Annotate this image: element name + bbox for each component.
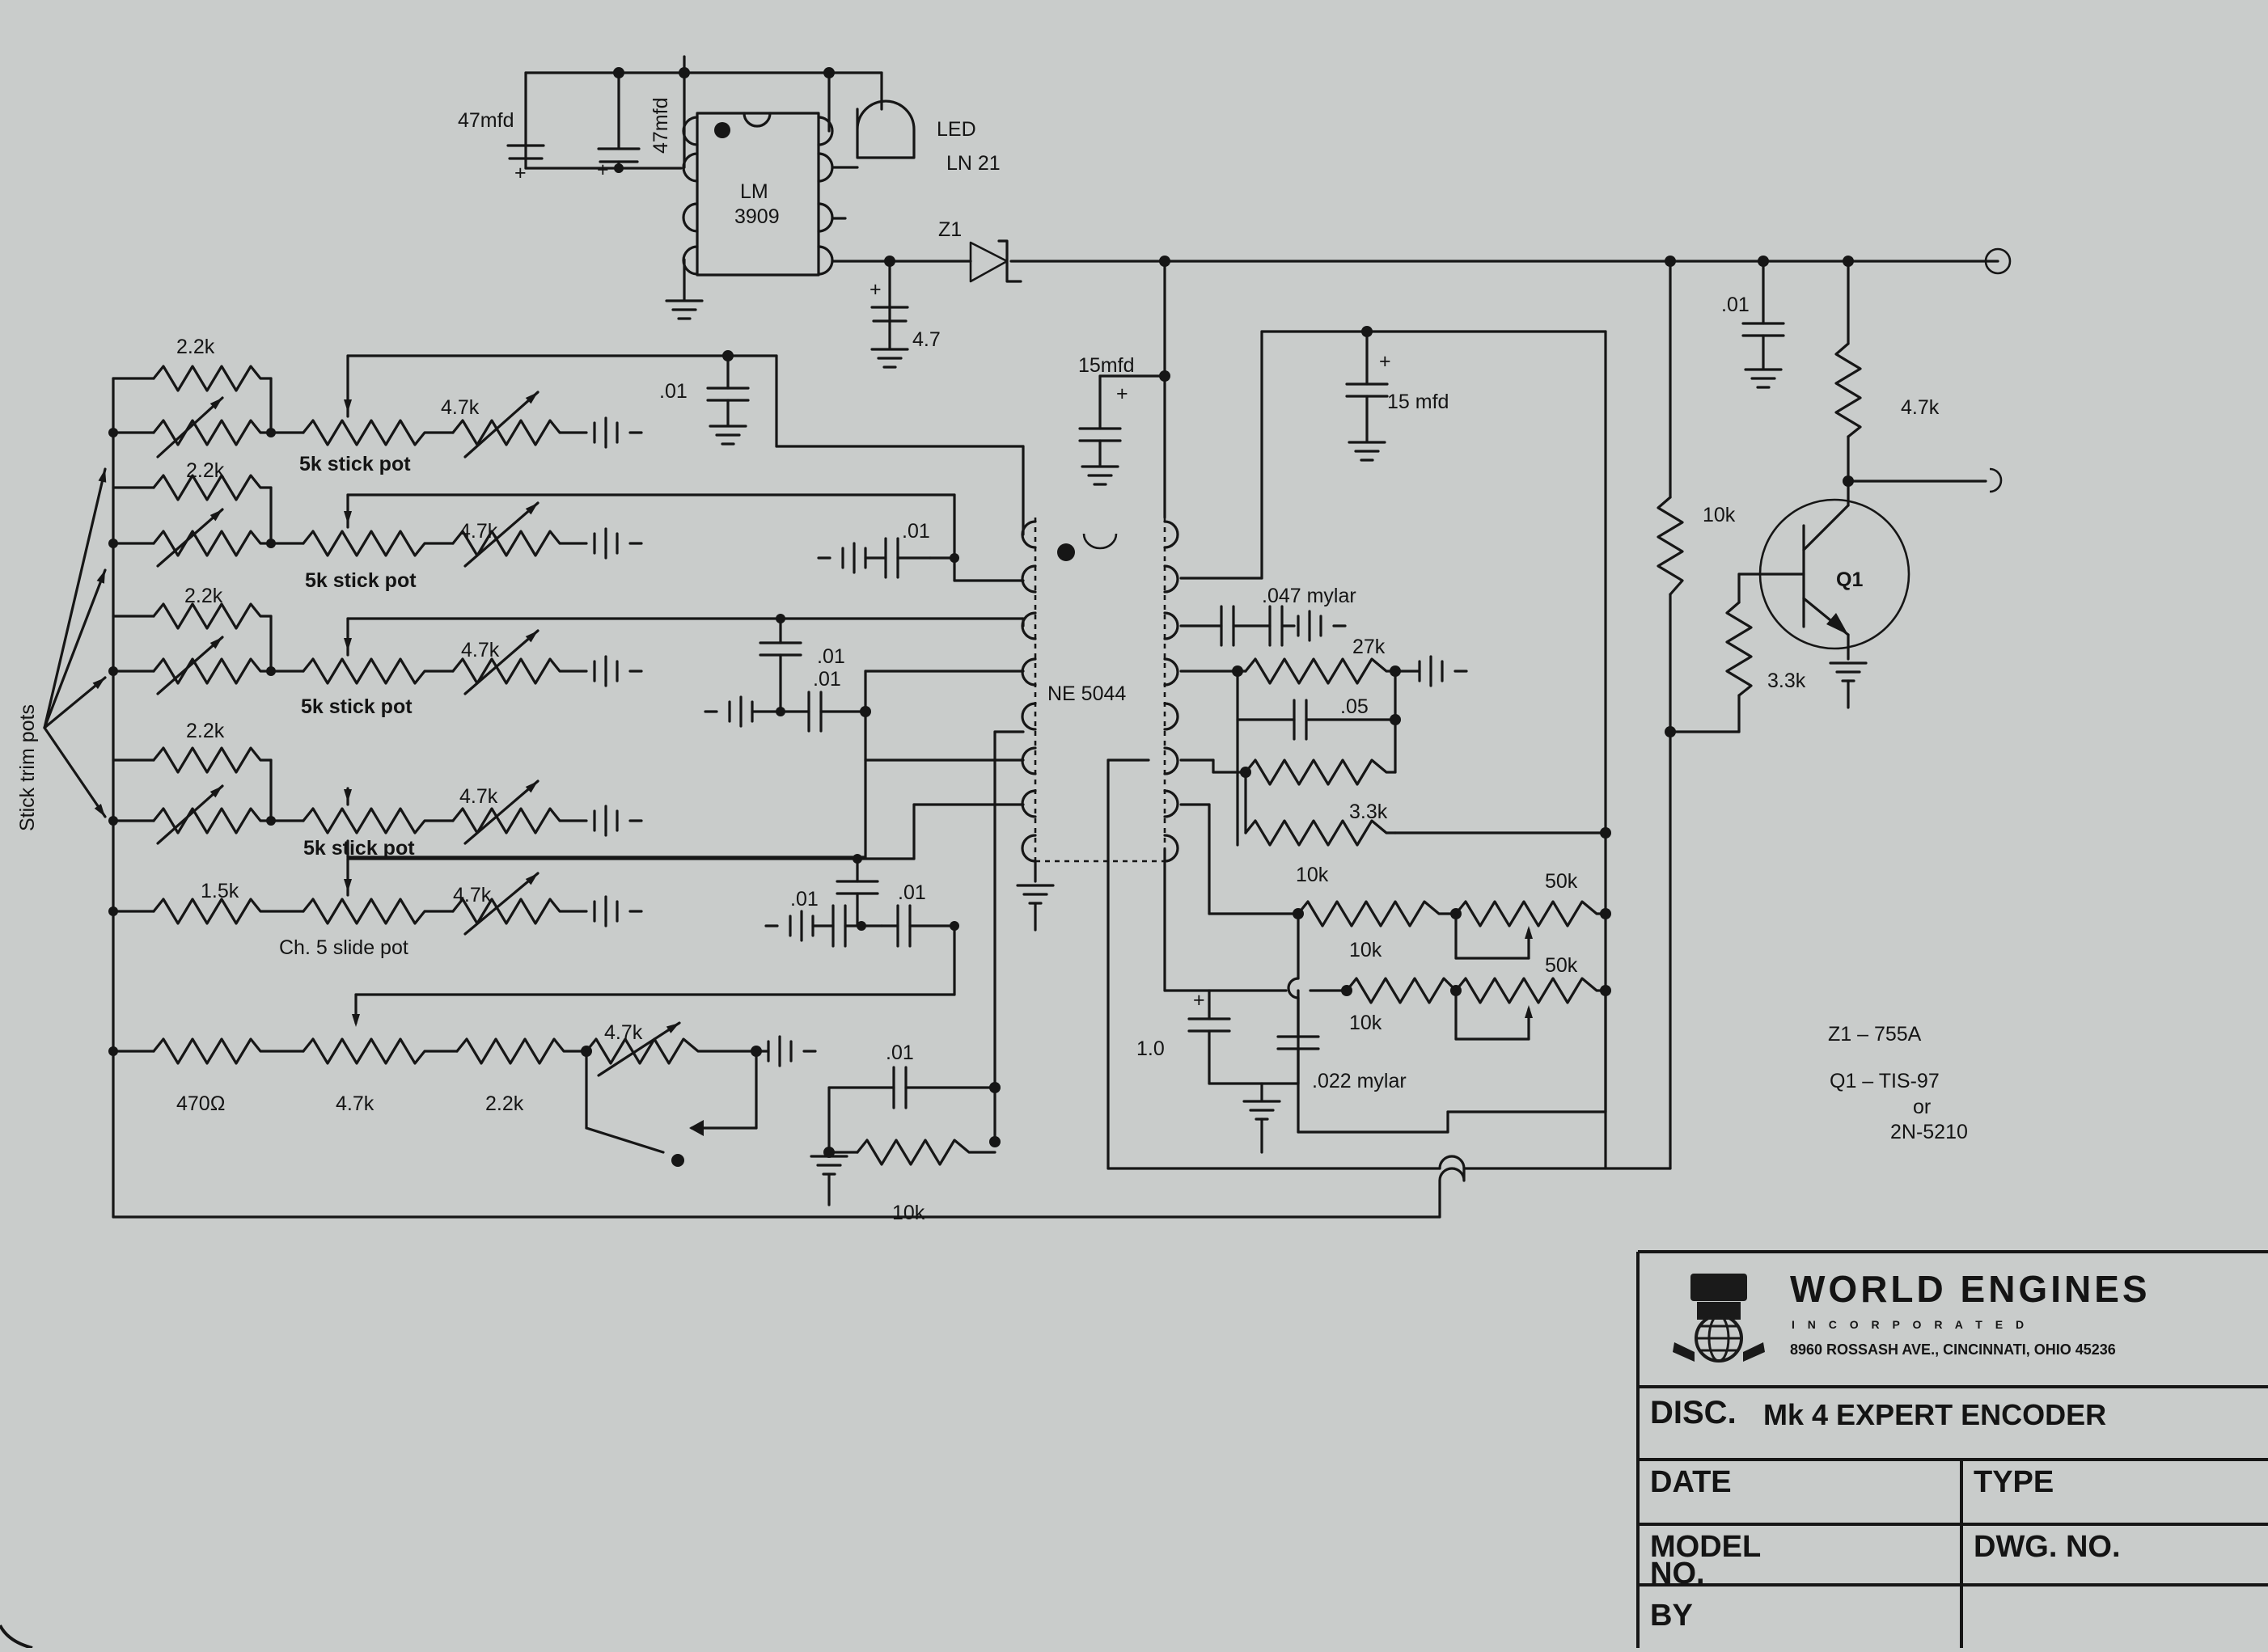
label-10k-q: 10k <box>1703 504 1736 526</box>
label-01-c: .01 <box>817 645 845 668</box>
label-047-mylar: .047 mylar <box>1262 585 1356 607</box>
label-1-0: 1.0 <box>1136 1037 1165 1060</box>
label-4-7k-q: 4.7k <box>1901 396 1940 419</box>
svg-text:+: + <box>1379 350 1391 373</box>
disc-label: DISC. <box>1650 1395 1737 1430</box>
company-incorporated: I N C O R P O R A T E D <box>1792 1318 2029 1331</box>
company-logo <box>1673 1274 1765 1363</box>
lm3909-label-2: 3909 <box>734 205 780 228</box>
label-2-2k-1: 2.2k <box>176 336 215 358</box>
label-10k-a: 10k <box>1296 864 1329 886</box>
model-label-1: MODEL <box>1650 1530 1761 1564</box>
label-47mfd-a: 47mfd <box>458 109 514 132</box>
q1-label: Q1 <box>1836 568 1863 591</box>
company-name: WORLD ENGINES <box>1790 1268 2151 1310</box>
label-01-b: .01 <box>902 520 930 543</box>
parts-notes: Z1 – 755A Q1 – TIS-97 or 2N-5210 <box>1828 1023 1968 1143</box>
label-3-3k-q: 3.3k <box>1767 670 1806 692</box>
label-pot-1: 5k stick pot <box>299 453 411 475</box>
stick-trim-callout: Stick trim pots <box>16 467 109 831</box>
svg-text:+: + <box>870 278 882 301</box>
label-2-2k-b: 2.2k <box>485 1092 524 1115</box>
label-01-g: .01 <box>886 1041 914 1064</box>
disc-value: Mk 4 EXPERT ENCODER <box>1763 1398 2106 1431</box>
ne5044-label: NE 5044 <box>1047 682 1126 705</box>
label-50k-a: 50k <box>1545 870 1578 893</box>
date-label: DATE <box>1650 1465 1732 1499</box>
label-4-7k-5: 4.7k <box>453 884 492 906</box>
z1-label: Z1 <box>938 218 962 241</box>
label-27k: 27k <box>1352 636 1386 658</box>
label-4-7k-3: 4.7k <box>461 639 500 661</box>
type-label: TYPE <box>1974 1465 2054 1499</box>
label-pot-3: 5k stick pot <box>301 695 413 718</box>
label-3-3k: 3.3k <box>1349 801 1388 823</box>
led-part-label: LN 21 <box>946 152 1001 175</box>
model-label-2: NO. <box>1650 1557 1705 1591</box>
note-q1: Q1 – TIS-97 <box>1830 1070 1940 1092</box>
label-01-d: .01 <box>813 668 841 691</box>
label-47mfd-b: 47mfd <box>650 98 672 154</box>
svg-text:+: + <box>514 162 527 184</box>
label-4-7k-4: 4.7k <box>459 785 498 808</box>
label-pot-2: 5k stick pot <box>305 569 417 592</box>
note-q1-alt: 2N-5210 <box>1890 1121 1968 1143</box>
stick-pot-bank: 2.2k 4.7k 5k stick pot .01 2.2k <box>108 336 1466 1224</box>
label-01-f: .01 <box>898 881 926 904</box>
label-01-q: .01 <box>1721 294 1750 316</box>
ne5044-chip: NE 5044 <box>1016 518 1179 932</box>
q1-output-stage: .01 4.7k Q1 3.3k 10k <box>1657 260 2003 1170</box>
by-label: BY <box>1650 1599 1693 1633</box>
label-50k-b: 50k <box>1545 954 1578 977</box>
label-2-2k-4: 2.2k <box>186 720 225 742</box>
led-label: LED <box>937 118 976 141</box>
label-4-7k-b: 4.7k <box>336 1092 374 1115</box>
label-4-7k-6: 4.7k <box>604 1021 643 1044</box>
label-2-2k-2: 2.2k <box>186 459 225 482</box>
label-15mfd-a: 15mfd <box>1078 354 1134 377</box>
label-2-2k-3: 2.2k <box>184 585 223 607</box>
note-z1: Z1 – 755A <box>1828 1023 1922 1046</box>
lm3909-section: + 47mfd + 47mfd LM 3909 <box>458 55 2012 369</box>
note-q1-or: or <box>1913 1096 1931 1118</box>
lm3909-chip <box>696 112 820 277</box>
label-4-7k-2: 4.7k <box>459 520 498 543</box>
svg-text:+: + <box>1193 989 1205 1012</box>
company-address: 8960 ROSSASH AVE., CINCINNATI, OHIO 4523… <box>1790 1341 2116 1358</box>
label-470: 470Ω <box>176 1092 225 1115</box>
title-block: WORLD ENGINES I N C O R P O R A T E D 89… <box>1636 1250 2268 1648</box>
svg-text:+: + <box>597 158 609 181</box>
svg-text:+: + <box>1116 382 1128 405</box>
label-10k-b: 10k <box>1349 939 1382 961</box>
lm3909-label-1: LM <box>740 180 768 203</box>
dwg-label: DWG. NO. <box>1974 1530 2121 1564</box>
ne5044-right-network: .047 mylar 27k .05 3.3k <box>1106 585 1672 1170</box>
label-10k-c: 10k <box>1349 1012 1382 1034</box>
label-01-a: .01 <box>659 380 688 403</box>
label-ch5-slide-pot: Ch. 5 slide pot <box>279 936 408 959</box>
label-01-e: .01 <box>790 888 819 911</box>
label-022-mylar: .022 mylar <box>1312 1070 1407 1092</box>
label-4-7-cap: 4.7 <box>912 328 941 351</box>
label-4-7k-1: 4.7k <box>441 396 480 419</box>
label-stick-trim-pots: Stick trim pots <box>16 704 39 831</box>
label-05: .05 <box>1340 695 1369 718</box>
label-15mfd-b: 15 mfd <box>1387 391 1449 413</box>
label-pot-4: 5k stick pot <box>303 837 415 860</box>
label-10k-bottom: 10k <box>892 1202 925 1224</box>
label-1-5k: 1.5k <box>201 880 239 902</box>
